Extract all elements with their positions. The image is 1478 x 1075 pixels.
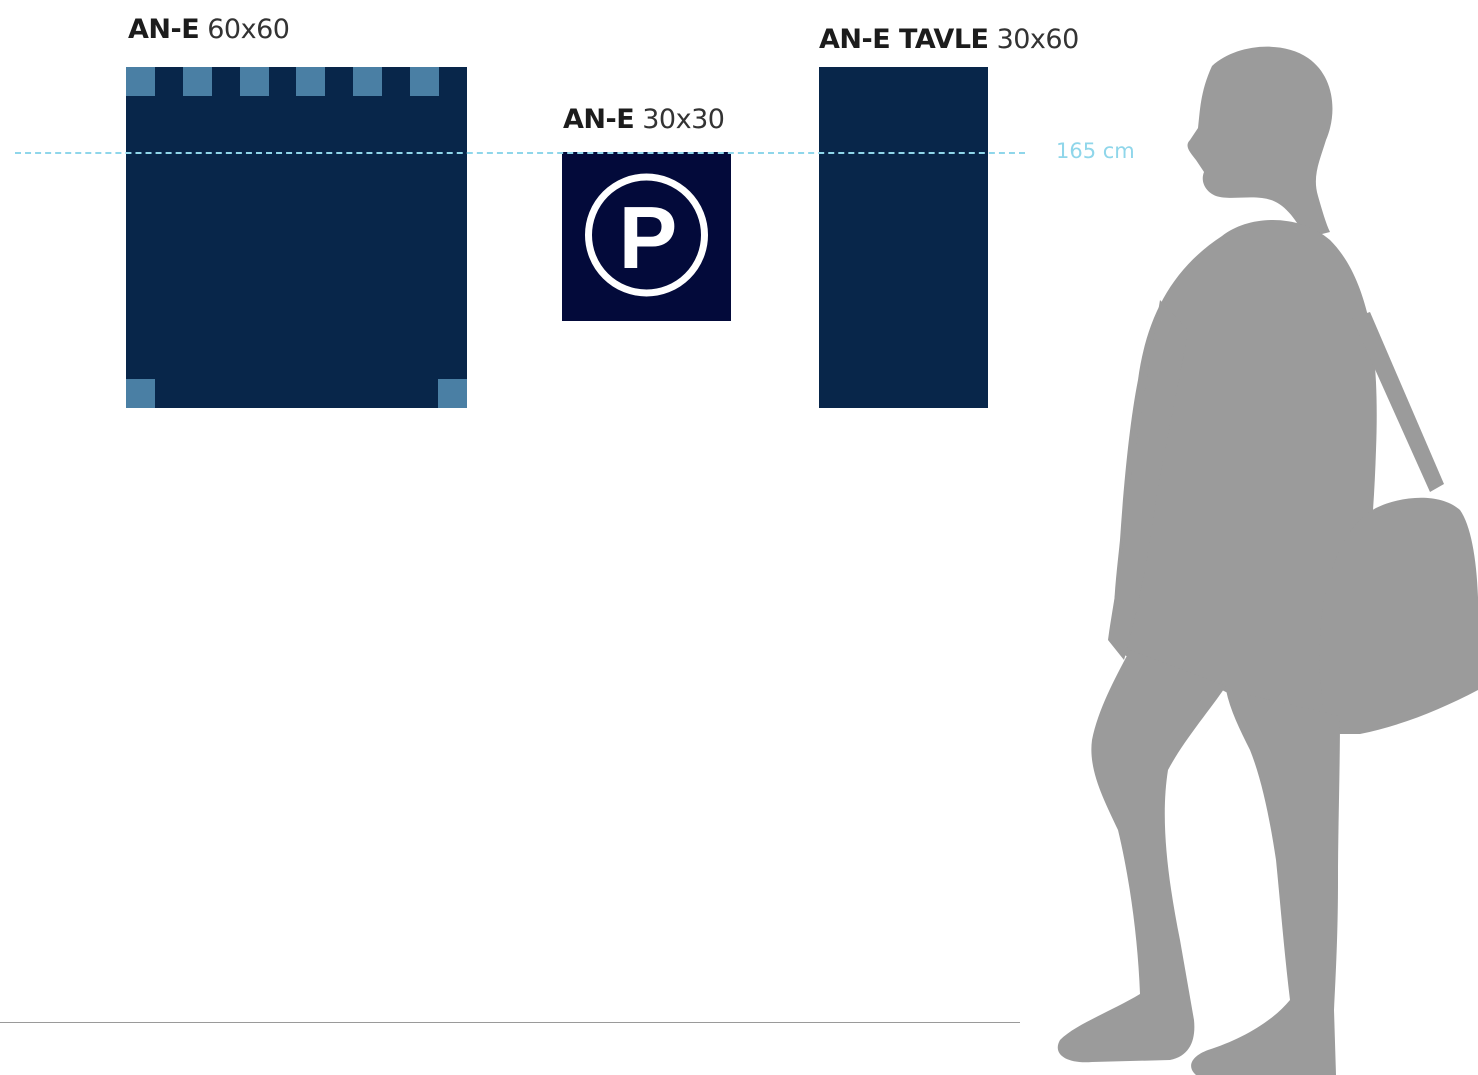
eye-level-reference-label: 165 cm (1056, 139, 1135, 163)
sign-an-e-30x30: P (562, 152, 731, 321)
sign-panel (126, 67, 467, 408)
mounting-tile (240, 67, 269, 96)
mounting-tile (183, 67, 212, 96)
sign-code: AN-E (563, 104, 635, 135)
silhouette-bag (1319, 497, 1478, 734)
sign-mounting-tiles (126, 67, 467, 408)
mounting-tile (353, 67, 382, 96)
silhouette-bag-strap (1352, 312, 1444, 492)
sign-label-an-e-60x60: AN-E 60x60 (128, 14, 290, 45)
sign-label-an-e-tavle-30x60: AN-E TAVLE 30x60 (819, 26, 1079, 53)
sign-an-e-tavle-30x60 (819, 67, 988, 408)
sign-panel (819, 67, 988, 408)
sign-label-an-e-30x30: AN-E 30x30 (563, 104, 725, 135)
eye-level-reference-line (15, 152, 1025, 154)
mounting-tile (438, 379, 467, 408)
sign-size: 30x30 (642, 104, 725, 135)
silhouette-head (1187, 46, 1333, 238)
sign-size: 60x60 (207, 14, 290, 45)
sign-size: 30x60 (996, 24, 1080, 55)
mounting-tile (296, 67, 325, 96)
mounting-tile (126, 379, 155, 408)
silhouette-leg-front (1191, 690, 1340, 1075)
floor-line (0, 1022, 1020, 1023)
sign-code: AN-E TAVLE (819, 24, 989, 55)
silhouette-leg-back (1057, 650, 1226, 1063)
parking-icon: P (585, 173, 708, 297)
sign-an-e-60x60 (126, 67, 467, 408)
person-with-bag-silhouette-icon (1057, 46, 1478, 1075)
sign-code: AN-E (128, 14, 200, 45)
mounting-tile (126, 67, 155, 96)
parking-icon-letter: P (619, 188, 678, 287)
mounting-tile (410, 67, 439, 96)
silhouette-arm (1108, 300, 1188, 660)
